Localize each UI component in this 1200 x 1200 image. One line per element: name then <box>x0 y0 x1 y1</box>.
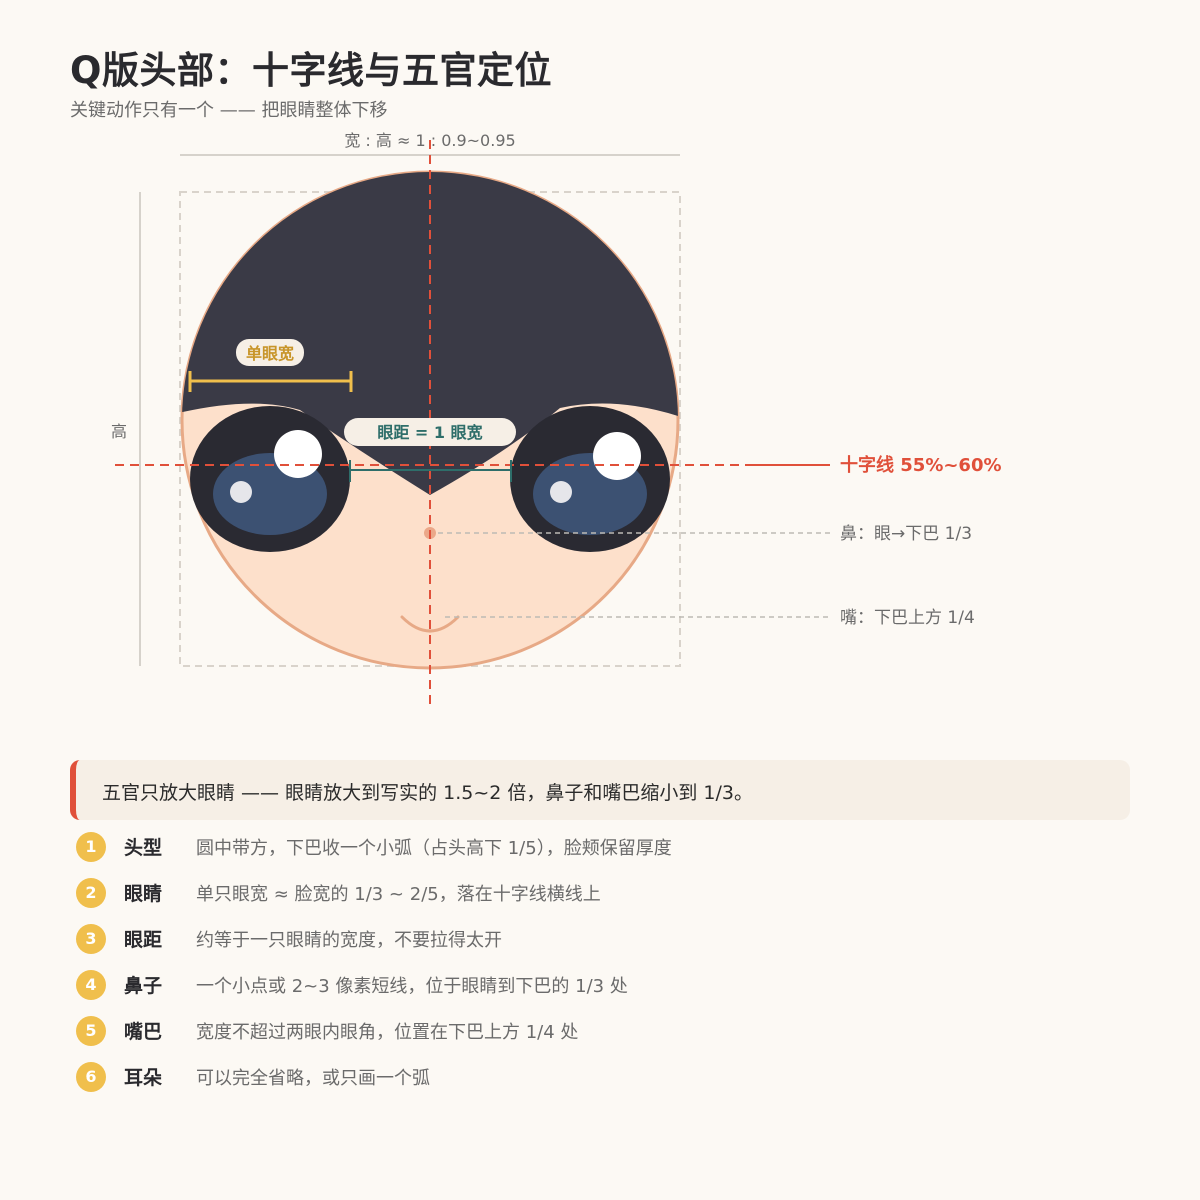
item-description: 单只眼宽 ≈ 脸宽的 1/3 ~ 2/5，落在十字线横线上 <box>196 884 601 905</box>
eye-gap-label: 眼距 = 1 眼宽 <box>377 423 482 442</box>
height-label: 高 <box>111 422 127 441</box>
eye-width-label-bg <box>236 339 304 366</box>
item-number-badge: 5 <box>76 1016 106 1046</box>
list-item: 2 眼睛 单只眼宽 ≈ 脸宽的 1/3 ~ 2/5，落在十字线横线上 <box>76 870 1136 916</box>
rules-list: 1 头型 圆中带方，下巴收一个小弧（占头高下 1/5），脸颊保留厚度 2 眼睛 … <box>76 824 1136 1100</box>
nose-label: 鼻：眼→下巴 1/3 <box>840 524 972 544</box>
eye-gap-measure <box>349 460 512 482</box>
callout-text: 五官只放大眼睛 —— 眼睛放大到写实的 1.5~2 倍，鼻子和嘴巴缩小到 1/3… <box>102 782 754 804</box>
list-item: 3 眼距 约等于一只眼睛的宽度，不要拉得太开 <box>76 916 1136 962</box>
item-term: 眼睛 <box>124 883 163 905</box>
item-term: 耳朵 <box>124 1067 163 1089</box>
head-diagram: 宽 : 高 ≈ 1 : 0.9~0.95 高 十字线 55%~60% 单眼宽 <box>111 131 1002 710</box>
page-subtitle: 关键动作只有一个 —— 把眼睛整体下移 <box>70 100 388 121</box>
item-term: 眼距 <box>124 929 163 951</box>
item-number-badge: 4 <box>76 970 106 1000</box>
eye-width-measure <box>188 371 353 392</box>
list-item: 1 头型 圆中带方，下巴收一个小弧（占头高下 1/5），脸颊保留厚度 <box>76 824 1136 870</box>
item-term: 头型 <box>124 837 163 859</box>
item-description: 约等于一只眼睛的宽度，不要拉得太开 <box>196 930 502 951</box>
mouth-label: 嘴：下巴上方 1/4 <box>840 608 975 628</box>
item-description: 宽度不超过两眼内眼角，位置在下巴上方 1/4 处 <box>196 1022 579 1043</box>
list-item: 5 嘴巴 宽度不超过两眼内眼角，位置在下巴上方 1/4 处 <box>76 1008 1136 1054</box>
list-item: 4 鼻子 一个小点或 2~3 像素短线，位于眼睛到下巴的 1/3 处 <box>76 962 1136 1008</box>
eye-gap-label-bg <box>344 418 516 446</box>
item-description: 一个小点或 2~3 像素短线，位于眼睛到下巴的 1/3 处 <box>196 976 628 997</box>
item-description: 可以完全省略，或只画一个弧 <box>196 1068 430 1089</box>
eye-width-label: 单眼宽 <box>246 344 294 363</box>
list-item: 6 耳朵 可以完全省略，或只画一个弧 <box>76 1054 1136 1100</box>
right-eye <box>510 406 670 552</box>
page-title: Q版头部：十字线与五官定位 <box>70 49 552 92</box>
crosshair-label: 十字线 55%~60% <box>840 454 1002 476</box>
key-callout: 五官只放大眼睛 —— 眼睛放大到写实的 1.5~2 倍，鼻子和嘴巴缩小到 1/3… <box>70 760 1130 820</box>
item-description: 圆中带方，下巴收一个小弧（占头高下 1/5），脸颊保留厚度 <box>196 838 672 859</box>
item-number-badge: 2 <box>76 878 106 908</box>
mouth-curve <box>400 615 460 633</box>
left-eye <box>190 406 350 552</box>
item-number-badge: 6 <box>76 1062 106 1092</box>
item-number-badge: 1 <box>76 832 106 862</box>
item-term: 嘴巴 <box>124 1021 163 1043</box>
item-number-badge: 3 <box>76 924 106 954</box>
item-term: 鼻子 <box>124 975 163 997</box>
